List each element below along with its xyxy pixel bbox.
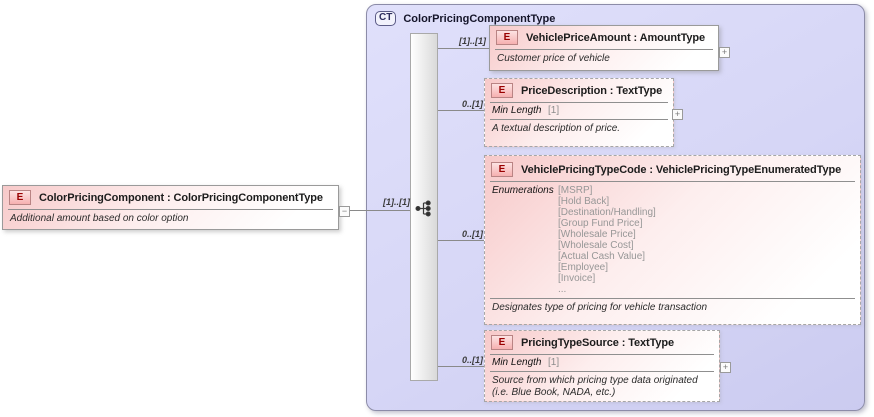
- divider: [490, 371, 714, 372]
- facet-value: [1]: [548, 357, 560, 368]
- enumeration-value: [Destination/Handling]: [558, 207, 656, 218]
- element-title: PriceDescription : TextType: [521, 84, 663, 97]
- enumeration-value: [MSRP]: [558, 185, 593, 196]
- element-title: VehiclePricingTypeCode : VehiclePricingT…: [521, 163, 842, 176]
- cardinality-root: [1]..[1]: [383, 197, 410, 207]
- facet-min-length: Min Length [1]: [485, 103, 673, 117]
- connector-to-pricedescription: [438, 110, 484, 111]
- expand-button-vehiclepriceamount[interactable]: +: [719, 47, 730, 58]
- cardinality-pricingtypesource: 0..[1]: [461, 355, 483, 365]
- enumeration-values: [MSRP][Hold Back][Destination/Handling][…: [558, 185, 656, 295]
- element-header: E VehiclePricingTypeCode : VehiclePricin…: [485, 156, 860, 179]
- sequence-compositor-bar[interactable]: [410, 33, 438, 381]
- element-header: E PriceDescription : TextType: [485, 79, 673, 100]
- element-header: E ColorPricingComponent : ColorPricingCo…: [3, 186, 338, 207]
- element-title: VehiclePriceAmount : AmountType: [526, 31, 706, 44]
- expand-button-pricedescription[interactable]: +: [672, 109, 683, 120]
- element-title: PricingTypeSource : TextType: [521, 336, 675, 349]
- complex-type-badge: CT: [375, 11, 397, 26]
- divider: [490, 354, 714, 355]
- connector-to-pricingtypesource: [438, 366, 484, 367]
- connector-root-to-sequence: [348, 210, 410, 211]
- sequence-icon: [415, 200, 431, 217]
- divider: [490, 119, 668, 120]
- complex-type-title: ColorPricingComponentType: [403, 12, 556, 25]
- element-vehiclepriceamount[interactable]: E VehiclePriceAmount : AmountType Custom…: [489, 25, 719, 71]
- element-vehiclepricingtypecode[interactable]: E VehiclePricingTypeCode : VehiclePricin…: [484, 155, 861, 325]
- divider: [490, 102, 668, 103]
- element-header: E VehiclePriceAmount : AmountType: [490, 26, 718, 47]
- element-icon: E: [9, 190, 31, 205]
- element-pricedescription[interactable]: E PriceDescription : TextType Min Length…: [484, 78, 674, 147]
- divider: [495, 49, 713, 50]
- enumeration-value: [Wholesale Cost]: [558, 240, 634, 251]
- element-icon: E: [496, 30, 518, 45]
- cardinality-vehiclepricingtypecode: 0..[1]: [461, 229, 483, 239]
- cardinality-pricedescription: 0..[1]: [461, 99, 483, 109]
- element-icon: E: [491, 335, 513, 350]
- element-pricingtypesource[interactable]: E PricingTypeSource : TextType Min Lengt…: [484, 330, 720, 402]
- cardinality-vehiclepriceamount: [1]..[1]: [459, 36, 486, 46]
- divider: [8, 209, 333, 210]
- facet-enumerations: Enumerations [MSRP][Hold Back][Destinati…: [485, 182, 860, 296]
- facet-label: Enumerations: [492, 185, 554, 196]
- enumeration-value: [Actual Cash Value]: [558, 251, 646, 262]
- facet-label: Min Length: [492, 357, 542, 368]
- collapse-button[interactable]: −: [339, 206, 350, 217]
- facet-value: [1]: [548, 105, 560, 116]
- element-icon: E: [491, 83, 513, 98]
- enumeration-value: [Hold Back]: [558, 196, 610, 207]
- element-colorpricingcomponent[interactable]: E ColorPricingComponent : ColorPricingCo…: [2, 185, 339, 230]
- divider: [490, 298, 855, 299]
- element-annotation: Additional amount based on color option: [10, 213, 189, 224]
- element-title: ColorPricingComponent : ColorPricingComp…: [39, 191, 323, 204]
- facet-label: Min Length: [492, 105, 542, 116]
- element-annotation: A textual description of price.: [492, 123, 621, 134]
- enumeration-value: [Group Fund Price]: [558, 218, 643, 229]
- facet-min-length: Min Length [1]: [485, 355, 719, 369]
- enumeration-value: [Employee]: [558, 262, 609, 273]
- element-annotation: Source from which pricing type data orig…: [492, 375, 698, 398]
- element-header: E PricingTypeSource : TextType: [485, 331, 719, 352]
- connector-to-vehiclepricingtypecode: [438, 240, 484, 241]
- enumeration-value: ...: [558, 284, 567, 295]
- complex-type-header: CT ColorPricingComponentType: [375, 11, 555, 26]
- divider: [490, 181, 855, 182]
- expand-button-pricingtypesource[interactable]: +: [720, 362, 731, 373]
- element-icon: E: [491, 162, 513, 177]
- element-annotation: Designates type of pricing for vehicle t…: [492, 302, 708, 313]
- enumeration-value: [Wholesale Price]: [558, 229, 636, 240]
- enumeration-value: [Invoice]: [558, 273, 596, 284]
- connector-to-vehiclepriceamount: [438, 48, 489, 49]
- element-annotation: Customer price of vehicle: [497, 53, 610, 64]
